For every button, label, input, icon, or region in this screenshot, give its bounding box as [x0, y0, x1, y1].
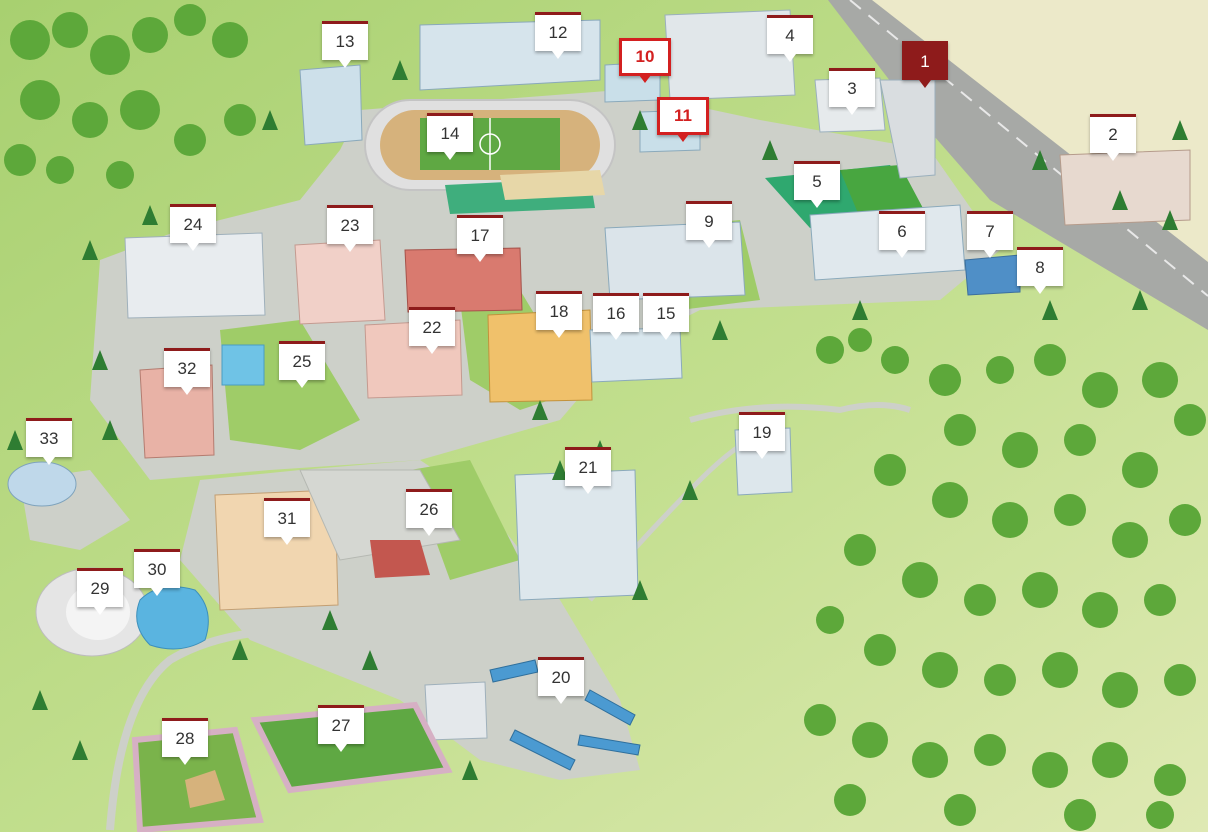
marker-13[interactable]: 13 — [322, 21, 368, 68]
marker-5-label: 5 — [794, 161, 840, 208]
marker-18[interactable]: 18 — [536, 291, 582, 338]
marker-28-label: 28 — [162, 718, 208, 765]
marker-22-label: 22 — [409, 307, 455, 354]
marker-1-label: 1 — [902, 41, 948, 88]
marker-25[interactable]: 25 — [279, 341, 325, 388]
marker-27-label: 27 — [318, 705, 364, 752]
marker-24-label: 24 — [170, 204, 216, 251]
pond — [136, 586, 209, 650]
marker-8[interactable]: 8 — [1017, 247, 1063, 294]
marker-7-label: 7 — [967, 211, 1013, 258]
marker-12-label: 12 — [535, 12, 581, 59]
marker-8-label: 8 — [1017, 247, 1063, 294]
marker-30-label: 30 — [134, 549, 180, 596]
courts — [445, 170, 605, 214]
marker-19[interactable]: 19 — [739, 412, 785, 459]
marker-20-label: 20 — [538, 657, 584, 704]
marker-12[interactable]: 12 — [535, 12, 581, 59]
marker-11[interactable]: 11 — [657, 97, 709, 142]
dome-building — [7, 461, 77, 507]
sheds — [489, 659, 641, 771]
marker-21[interactable]: 21 — [565, 447, 611, 494]
marker-29-label: 29 — [77, 568, 123, 615]
marker-2-label: 2 — [1090, 114, 1136, 161]
marker-10-label: 10 — [619, 38, 671, 83]
marker-4-label: 4 — [767, 15, 813, 62]
marker-6-label: 6 — [879, 211, 925, 258]
marker-33-label: 33 — [26, 418, 72, 465]
marker-17-label: 17 — [457, 215, 503, 262]
court-26 — [370, 540, 430, 578]
marker-23-label: 23 — [327, 205, 373, 252]
marker-31-label: 31 — [264, 498, 310, 545]
pool — [221, 344, 265, 386]
buildings — [124, 9, 1191, 741]
marker-18-label: 18 — [536, 291, 582, 338]
marker-10[interactable]: 10 — [619, 38, 671, 83]
forest — [4, 4, 1206, 831]
marker-11-label: 11 — [657, 97, 709, 142]
marker-15[interactable]: 15 — [643, 293, 689, 340]
marker-27[interactable]: 27 — [318, 705, 364, 752]
marker-5[interactable]: 5 — [794, 161, 840, 208]
marker-3[interactable]: 3 — [829, 68, 875, 115]
marker-2[interactable]: 2 — [1090, 114, 1136, 161]
marker-17[interactable]: 17 — [457, 215, 503, 262]
marker-9[interactable]: 9 — [686, 201, 732, 248]
marker-4[interactable]: 4 — [767, 15, 813, 62]
marker-3-label: 3 — [829, 68, 875, 115]
trees — [7, 60, 1188, 780]
marker-9-label: 9 — [686, 201, 732, 248]
marker-16[interactable]: 16 — [593, 293, 639, 340]
marker-14[interactable]: 14 — [427, 113, 473, 160]
marker-29[interactable]: 29 — [77, 568, 123, 615]
marker-32[interactable]: 32 — [164, 348, 210, 395]
marker-23[interactable]: 23 — [327, 205, 373, 252]
marker-20[interactable]: 20 — [538, 657, 584, 704]
marker-1[interactable]: 1 — [902, 41, 948, 88]
marker-22[interactable]: 22 — [409, 307, 455, 354]
marker-16-label: 16 — [593, 293, 639, 340]
marker-26-label: 26 — [406, 489, 452, 536]
marker-33[interactable]: 33 — [26, 418, 72, 465]
marker-15-label: 15 — [643, 293, 689, 340]
marker-21-label: 21 — [565, 447, 611, 494]
marker-6[interactable]: 6 — [879, 211, 925, 258]
marker-7[interactable]: 7 — [967, 211, 1013, 258]
marker-25-label: 25 — [279, 341, 325, 388]
marker-13-label: 13 — [322, 21, 368, 68]
marker-26[interactable]: 26 — [406, 489, 452, 536]
marker-14-label: 14 — [427, 113, 473, 160]
marker-28[interactable]: 28 — [162, 718, 208, 765]
marker-32-label: 32 — [164, 348, 210, 395]
marker-24[interactable]: 24 — [170, 204, 216, 251]
marker-31[interactable]: 31 — [264, 498, 310, 545]
marker-19-label: 19 — [739, 412, 785, 459]
marker-30[interactable]: 30 — [134, 549, 180, 596]
